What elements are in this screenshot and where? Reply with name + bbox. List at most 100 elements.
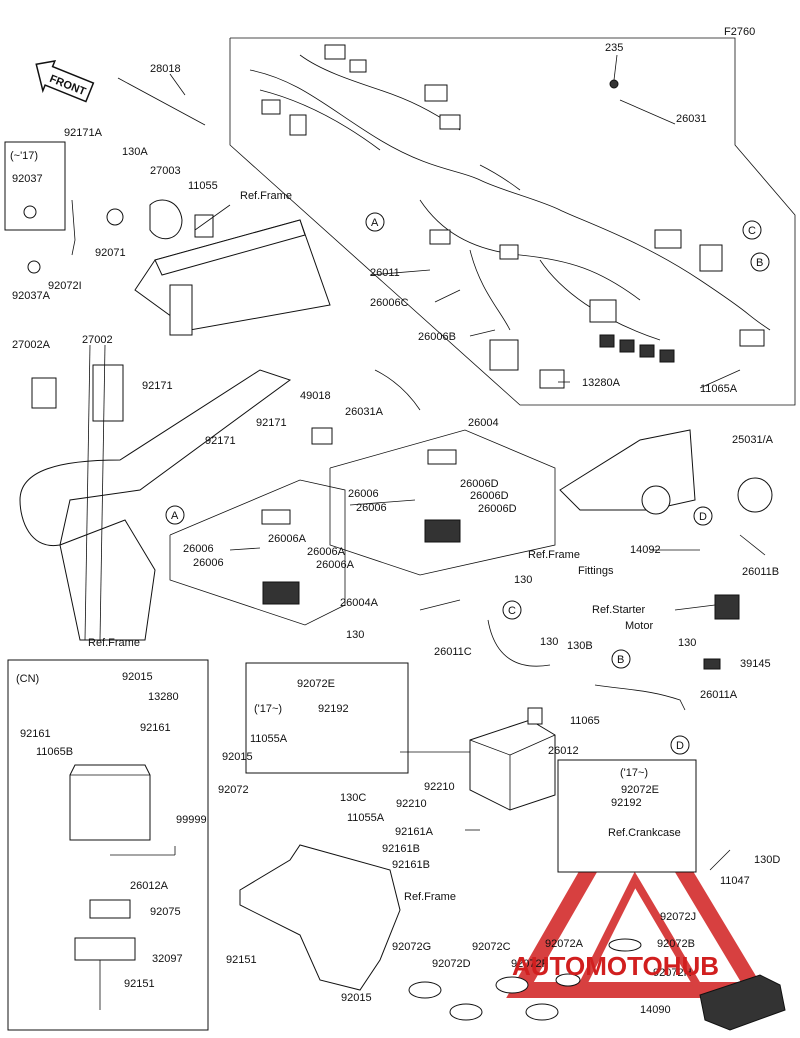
svg-text:92171: 92171 — [142, 380, 173, 392]
svg-text:26006: 26006 — [348, 488, 379, 500]
svg-text:26012: 26012 — [548, 745, 579, 757]
svg-text:25031/A: 25031/A — [732, 434, 774, 446]
svg-text:14090: 14090 — [640, 1004, 671, 1016]
svg-text:39145: 39145 — [740, 658, 771, 670]
svg-text:11065A: 11065A — [700, 383, 738, 395]
post17-box-left — [245, 662, 409, 774]
svg-text:92072A: 92072A — [545, 938, 584, 950]
svg-text:26006D: 26006D — [478, 503, 517, 515]
svg-text:92151: 92151 — [226, 954, 257, 966]
relay-27002a — [31, 377, 57, 409]
svg-text:26031A: 26031A — [345, 406, 384, 418]
svg-text:99999: 99999 — [176, 814, 207, 826]
callout-d-1: D — [693, 506, 713, 526]
svg-text:26004A: 26004A — [340, 597, 379, 609]
svg-text:26012A: 26012A — [130, 880, 169, 892]
relay-27002 — [92, 364, 124, 422]
svg-text:92072E: 92072E — [621, 784, 659, 796]
svg-text:92192: 92192 — [611, 797, 642, 809]
callout-c-2: C — [502, 600, 522, 620]
battery-26012a — [69, 764, 151, 841]
note-post17-b: ('17~) — [620, 767, 648, 779]
ref-frame-bottom: Ref.Frame — [404, 891, 456, 903]
bracket-11055 — [194, 214, 214, 238]
cap-25031a — [737, 477, 773, 513]
svg-text:11047: 11047 — [720, 875, 750, 887]
svg-text:92072E: 92072E — [297, 678, 335, 690]
svg-text:130C: 130C — [340, 792, 366, 804]
ref-frame-fittings-1: Ref.Frame — [528, 549, 580, 561]
svg-text:C: C — [508, 605, 516, 617]
ref-starter-1: Ref.Starter — [592, 604, 646, 616]
horn-27003 — [149, 199, 183, 240]
note-pre17: (~'17) — [10, 150, 38, 162]
connector-49018 — [311, 427, 333, 445]
svg-text:92151: 92151 — [124, 978, 155, 990]
part-labels: 235 26031 28018 92171A 130A 27003 11055 … — [12, 42, 780, 1016]
fusebox-26004a-outline — [169, 479, 346, 626]
svg-text:26011: 26011 — [370, 267, 400, 279]
fusebox-26004 — [424, 519, 461, 543]
svg-text:92072C: 92072C — [472, 941, 511, 953]
svg-text:13280: 13280 — [148, 691, 179, 703]
frame-top — [134, 219, 331, 336]
svg-text:130: 130 — [540, 636, 558, 648]
svg-text:130A: 130A — [122, 146, 148, 158]
svg-text:B: B — [617, 654, 624, 666]
svg-text:26006A: 26006A — [268, 533, 307, 545]
svg-text:92071: 92071 — [95, 247, 126, 259]
svg-text:92072G: 92072G — [392, 941, 431, 953]
leader-lines — [110, 54, 741, 871]
cable-26011a — [594, 684, 686, 711]
svg-text:B: B — [756, 257, 763, 269]
svg-text:26006: 26006 — [183, 543, 214, 555]
starter-motor — [714, 594, 740, 620]
svg-text:92161B: 92161B — [392, 859, 430, 871]
frame-left — [19, 344, 292, 641]
svg-text:130: 130 — [514, 574, 532, 586]
svg-text:92072F: 92072F — [511, 958, 549, 970]
svg-text:92037: 92037 — [12, 173, 43, 185]
svg-text:130B: 130B — [567, 640, 593, 652]
svg-text:28018: 28018 — [150, 63, 181, 75]
svg-text:92075: 92075 — [150, 906, 181, 918]
svg-text:26006: 26006 — [193, 557, 224, 569]
watermark-logo — [506, 774, 770, 998]
svg-text:11055A: 11055A — [347, 812, 385, 824]
ref-frame-fittings-2: Fittings — [578, 565, 614, 577]
callout-b-2: B — [611, 649, 631, 669]
svg-text:92210: 92210 — [424, 781, 455, 793]
callout-b-1: B — [750, 252, 770, 272]
fitting-hole — [641, 485, 671, 515]
frame-bottom — [239, 844, 401, 991]
svg-text:27002A: 27002A — [12, 339, 51, 351]
ref-frame-left: Ref.Frame — [88, 637, 140, 649]
svg-text:11055A: 11055A — [250, 733, 288, 745]
svg-text:130: 130 — [678, 637, 696, 649]
svg-text:92161: 92161 — [140, 722, 171, 734]
callout-c-1: C — [742, 220, 762, 240]
cn-box — [7, 659, 209, 1031]
svg-text:13280A: 13280A — [582, 377, 621, 389]
svg-text:D: D — [676, 740, 684, 752]
svg-text:92161A: 92161A — [395, 826, 434, 838]
svg-text:27003: 27003 — [150, 165, 181, 177]
svg-text:92072I: 92072I — [48, 280, 82, 292]
svg-text:92171: 92171 — [256, 417, 287, 429]
svg-text:92161B: 92161B — [382, 843, 420, 855]
fusebox-26004-outline — [329, 429, 556, 576]
grommet-92071 — [106, 208, 124, 226]
main-harness-26031 — [249, 44, 771, 389]
svg-text:92015: 92015 — [122, 671, 153, 683]
svg-text:26004: 26004 — [468, 417, 499, 429]
svg-text:49018: 49018 — [300, 390, 331, 402]
svg-text:130D: 130D — [754, 854, 780, 866]
bands — [408, 938, 642, 1021]
svg-text:92072D: 92072D — [432, 958, 471, 970]
band-92072i — [71, 199, 76, 256]
svg-text:92171A: 92171A — [64, 127, 103, 139]
callout-a-2: A — [165, 505, 185, 525]
svg-text:235: 235 — [605, 42, 623, 54]
